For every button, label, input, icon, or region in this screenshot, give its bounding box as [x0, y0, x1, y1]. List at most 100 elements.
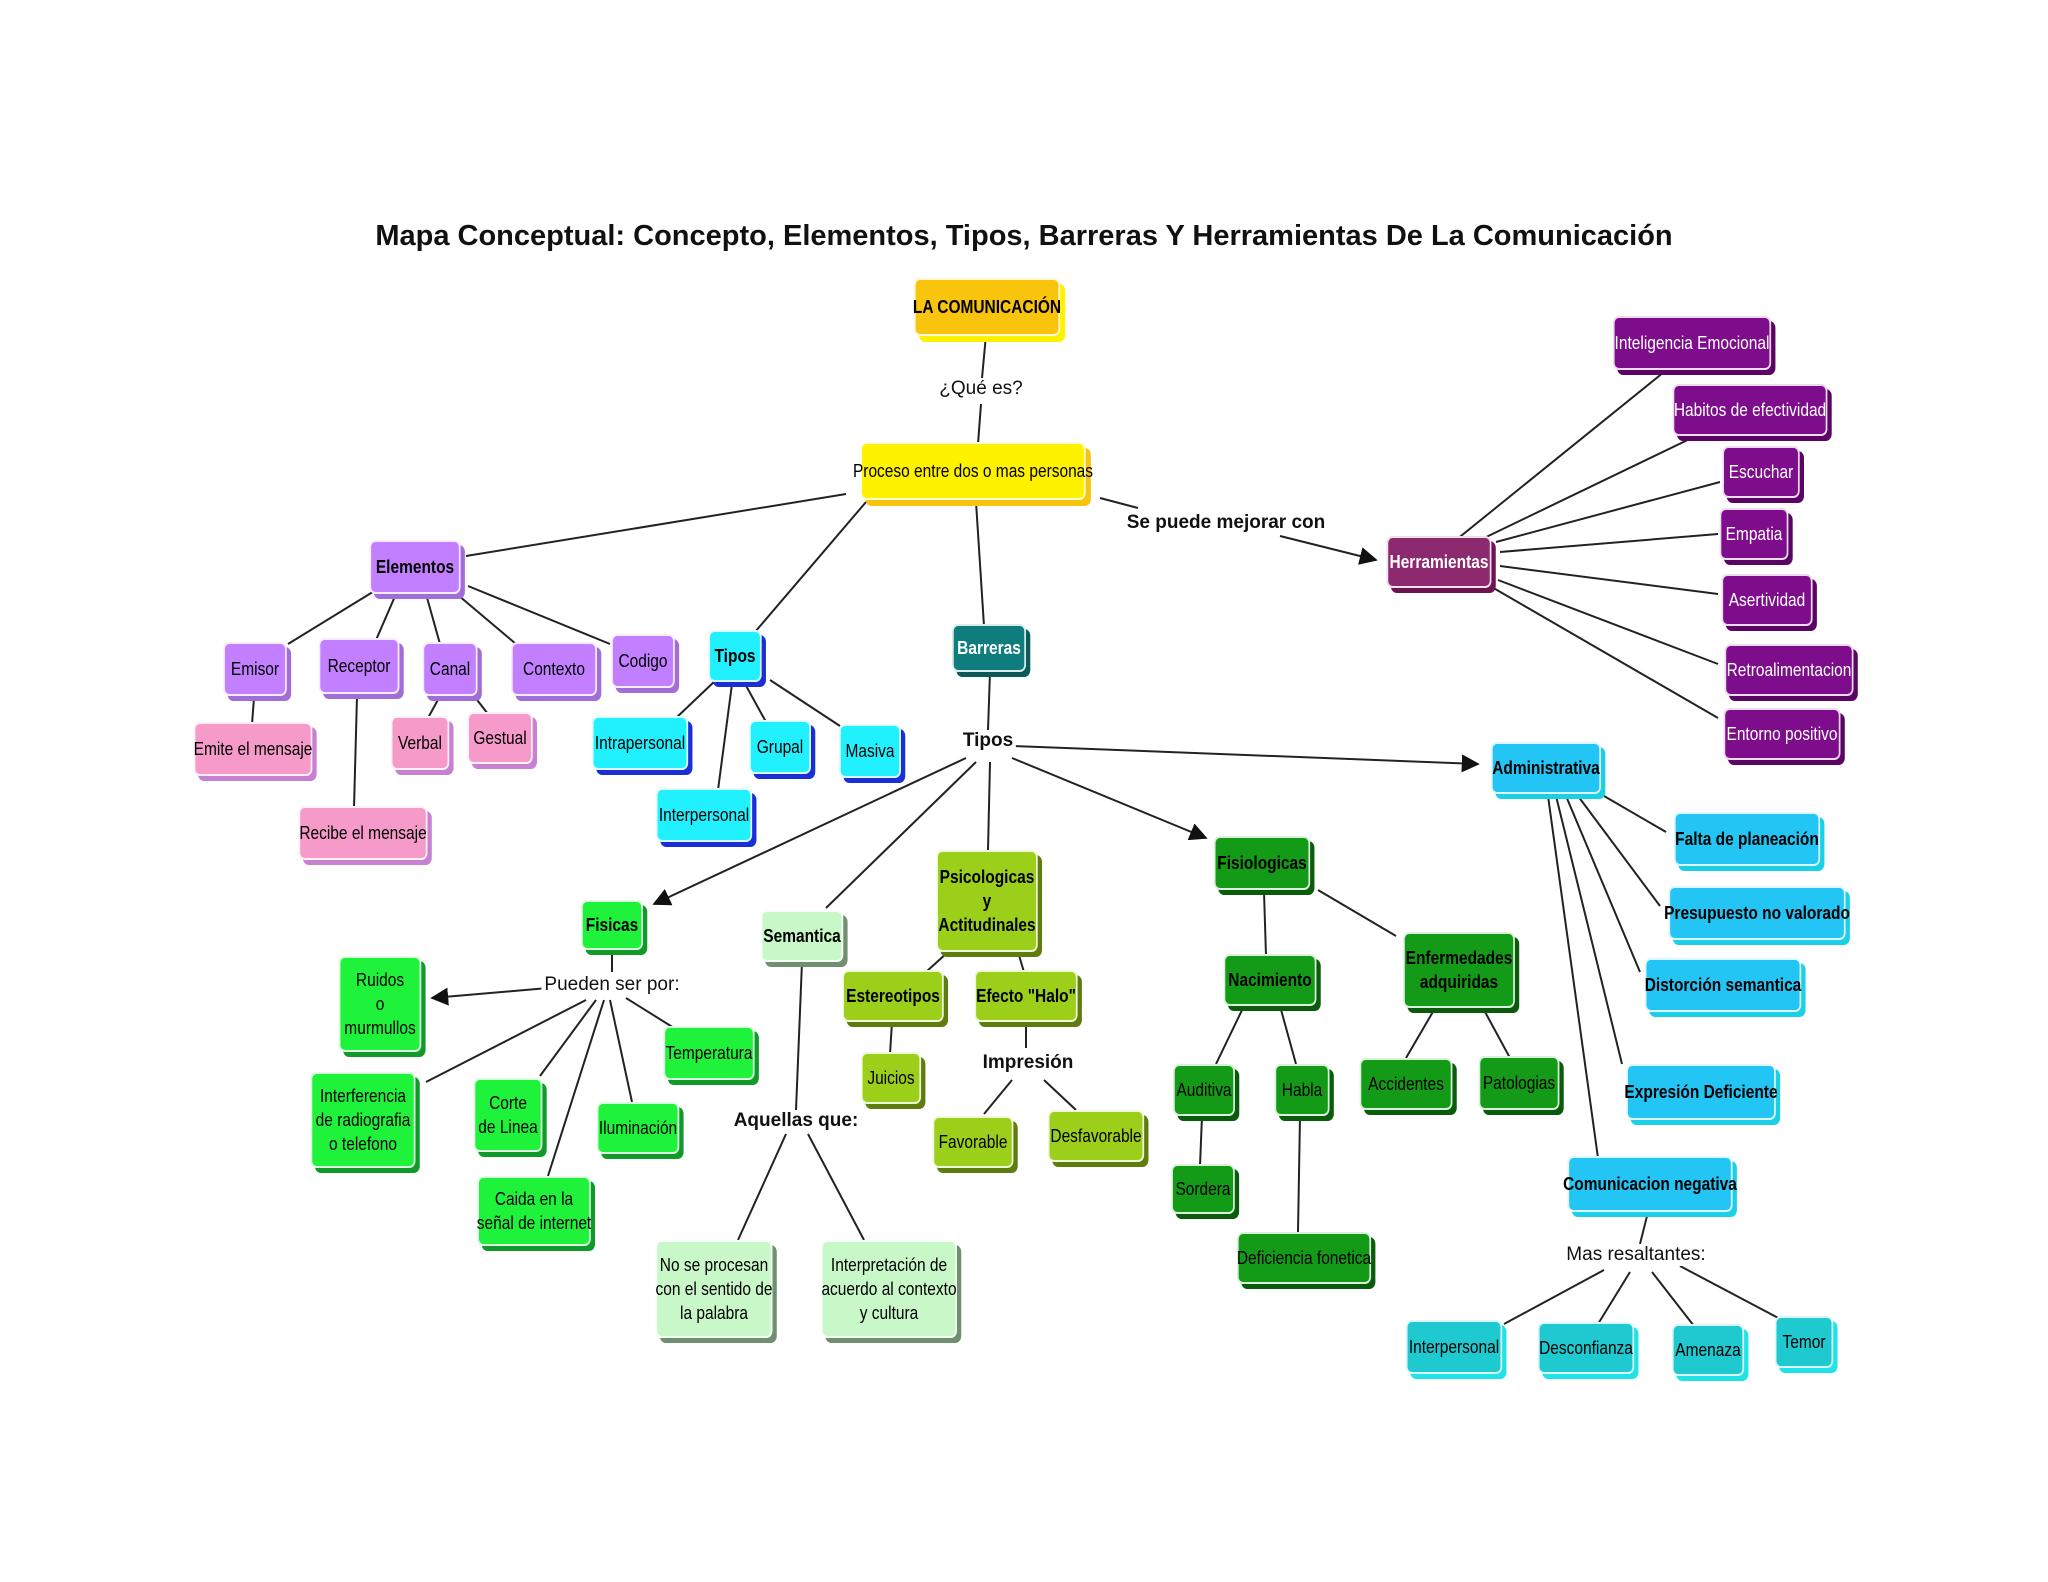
- node-interpersonal: Interpersonal: [655, 788, 753, 842]
- node-recibe-mensaje: Recibe el mensaje: [298, 806, 428, 860]
- node-proceso: Proceso entre dos o mas personas: [853, 442, 1093, 500]
- link-estereotipos-juicios: [889, 1021, 893, 1055]
- link-mejorar-herramientas: [1279, 535, 1378, 565]
- link-negativa-resaltantes: [1639, 1211, 1649, 1245]
- node-sordera: Sordera: [1171, 1164, 1235, 1214]
- link-nacimiento-auditiva: [1215, 1005, 1245, 1065]
- link-tipos-semantica: [825, 761, 977, 909]
- link-resaltantes-interpersonal: [1503, 1269, 1605, 1325]
- node-herramientas: Herramientas: [1386, 536, 1492, 588]
- node-temor: Temor: [1774, 1316, 1834, 1368]
- node-comunicacion-negativa: Comunicacion negativa: [1563, 1156, 1737, 1212]
- node-elementos: Elementos: [369, 540, 461, 594]
- link-psico-estereotipos: [925, 951, 949, 973]
- node-neg-interpersonal: Interpersonal: [1405, 1320, 1503, 1374]
- node-tipos: Tipos: [708, 630, 762, 682]
- node-empatia: Empatia: [1719, 508, 1789, 560]
- node-intrapersonal: Intrapersonal: [591, 716, 689, 770]
- link-enfermedades-patologias: [1483, 1009, 1511, 1059]
- link-tipos-interpersonal: [717, 683, 733, 791]
- node-masiva: Masiva: [839, 724, 901, 778]
- link-tipos-intrapersonal: [675, 679, 717, 719]
- link-pueden-temperatura: [625, 997, 675, 1029]
- link-tipos-grupal: [743, 681, 767, 723]
- link-herr-empatia: [1499, 533, 1719, 553]
- node-asertividad: Asertividad: [1721, 574, 1813, 626]
- link-admin-expresion: [1555, 795, 1623, 1065]
- link-semantica-aquellas: [795, 961, 803, 1111]
- page-title: Mapa Conceptual: Concepto, Elementos, Ti…: [375, 220, 1673, 252]
- node-grupal: Grupal: [749, 720, 811, 774]
- link-impresion-favorable: [983, 1079, 1013, 1115]
- node-nacimiento: Nacimiento: [1223, 954, 1317, 1006]
- link-aquellas-noProcesan: [737, 1133, 787, 1241]
- link-tipos-fisicas: [652, 757, 967, 906]
- link-label-que-es: ¿Qué es?: [936, 378, 1026, 400]
- link-herr-escuchar: [1495, 481, 1721, 543]
- node-desfavorable: Desfavorable: [1047, 1110, 1145, 1162]
- node-entorno-positivo: Entorno positivo: [1723, 708, 1841, 760]
- node-juicios: Juicios: [860, 1052, 922, 1104]
- node-la-comunicacion: LA COMUNICACIÓN: [913, 278, 1061, 336]
- node-canal: Canal: [422, 642, 478, 696]
- link-tipos-masiva: [769, 679, 841, 727]
- link-admin-negativa: [1547, 795, 1599, 1159]
- node-estereotipos: Estereotipos: [842, 970, 944, 1022]
- link-tipos-fisiologicas: [1011, 757, 1208, 841]
- link-herr-inteligencia: [1455, 371, 1665, 541]
- link-elementos-receptor: [375, 593, 397, 641]
- link-proceso-elementos: [465, 493, 847, 557]
- node-desconfianza: Desconfianza: [1537, 1322, 1635, 1374]
- link-elementos-canal: [425, 593, 441, 645]
- link-fisio-nacimiento: [1263, 891, 1267, 957]
- node-patologias: Patologias: [1478, 1056, 1560, 1110]
- link-nacimiento-habla: [1279, 1005, 1297, 1065]
- node-receptor: Receptor: [318, 638, 400, 694]
- link-herr-entorno: [1489, 585, 1719, 719]
- link-auditiva-sordera: [1199, 1115, 1203, 1167]
- link-psico-halo: [1017, 951, 1025, 973]
- node-deficiencia-fonetica: Deficiencia fonetica: [1237, 1232, 1371, 1284]
- link-pueden-interferencia: [425, 999, 587, 1083]
- link-barreras-tipos: [987, 671, 991, 731]
- link-emisor-emite: [251, 697, 255, 725]
- link-admin-distorcion: [1565, 795, 1641, 973]
- node-corte-linea: Corte de Linea: [473, 1078, 543, 1152]
- link-label-mas-resaltantes: Mas resaltantes:: [1563, 1244, 1709, 1266]
- link-tipos-administrativa: [1013, 745, 1480, 773]
- node-ruidos-murmullos: Ruidos o murmullos: [338, 956, 422, 1052]
- node-enfermedades: Enfermedades adquiridas: [1403, 932, 1515, 1008]
- link-tipos-psicologicas: [987, 761, 991, 851]
- link-proceso-tipos: [754, 501, 867, 633]
- node-administrativa: Administrativa: [1490, 742, 1602, 794]
- link-canal-verbal: [427, 695, 441, 719]
- link-label-se-puede-mejorar: Se puede mejorar con: [1123, 512, 1329, 534]
- node-habitos-efectividad: Habitos de efectividad: [1672, 384, 1828, 436]
- node-fisiologicas: Fisiologicas: [1213, 836, 1311, 890]
- link-receptor-recibe: [353, 695, 358, 809]
- link-label-impresion: Impresión: [979, 1052, 1077, 1074]
- link-impresion-desfavorable: [1043, 1079, 1077, 1111]
- node-semantica: Semantica: [760, 910, 844, 962]
- node-amenaza: Amenaza: [1671, 1324, 1745, 1376]
- node-verbal: Verbal: [390, 716, 450, 770]
- link-fisio-enfermedades: [1317, 889, 1397, 937]
- node-interferencia: Interferencia de radiografia o telefono: [310, 1072, 416, 1168]
- node-interpretacion: Interpretación de acuerdo al contexto y …: [821, 1240, 957, 1338]
- node-escuchar: Escuchar: [1722, 446, 1800, 498]
- node-expresion-deficiente: Expresión Deficiente: [1624, 1064, 1778, 1120]
- node-presupuesto: Presupuesto no valorado: [1664, 886, 1850, 940]
- link-elementos-contexto: [451, 589, 517, 645]
- node-distorcion-semantica: Distorción semantica: [1645, 958, 1801, 1012]
- link-pueden-caida: [547, 999, 605, 1177]
- node-contexto: Contexto: [511, 642, 597, 696]
- link-habla-deficiencia: [1297, 1115, 1301, 1233]
- node-barreras: Barreras: [952, 624, 1026, 672]
- node-auditiva: Auditiva: [1173, 1064, 1235, 1116]
- node-emisor: Emisor: [223, 642, 287, 696]
- link-proceso-mejorar: [1099, 497, 1139, 509]
- node-habla: Habla: [1274, 1064, 1330, 1116]
- link-pueden-iluminacion: [609, 999, 633, 1103]
